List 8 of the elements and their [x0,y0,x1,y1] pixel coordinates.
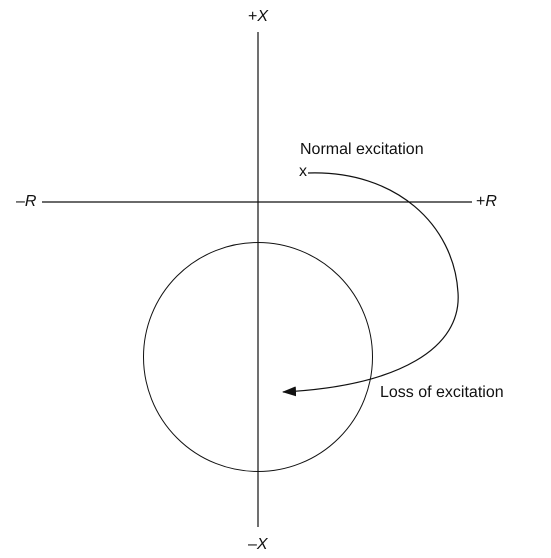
axis-label: –R [16,193,36,211]
curved-arrow [282,172,459,396]
point-label: Normal excitation [300,141,424,159]
point-mark: x [299,163,307,181]
axis-label: +X [248,8,268,26]
axis-label: +R [476,193,497,211]
axis-label: –X [248,536,268,554]
characteristic-circle [143,242,373,472]
